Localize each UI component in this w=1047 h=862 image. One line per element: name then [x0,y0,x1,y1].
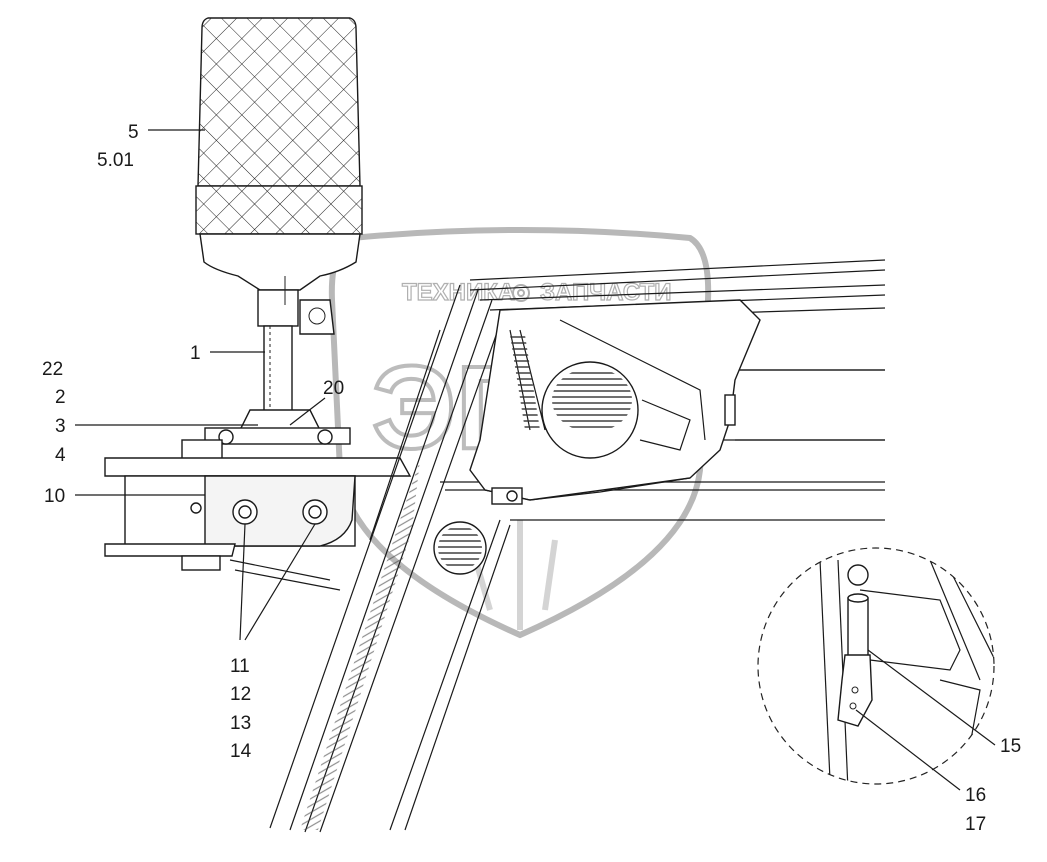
callout-10: 10 [44,486,65,507]
gear-icon [512,284,530,302]
grommet [433,521,487,575]
mount-bracket [104,427,412,571]
leader-15 [867,649,996,746]
callout-16: 16 [965,785,986,806]
leader-16 [855,709,961,791]
callout-17: 17 [965,814,986,835]
callout-22: 22 [42,359,63,380]
lamp-housing [469,299,761,505]
callout-14: 14 [230,741,252,762]
callout-4: 4 [55,445,66,466]
leader-20 [289,397,326,426]
cab-frame [229,284,511,833]
beacon-lamp [195,17,363,431]
leader-lines [75,129,996,791]
callout-20: 20 [323,378,344,399]
callout-5-01: 5.01 [97,150,134,171]
callout-labels: 5 5.01 1 22 2 3 4 20 10 11 12 13 14 15 1… [42,122,1021,835]
callout-2: 2 [55,387,66,408]
callout-12: 12 [230,684,251,705]
bolt-right [302,499,328,525]
leader-11b [244,523,316,641]
callout-13: 13 [230,713,251,734]
callout-3: 3 [55,416,66,437]
callout-11: 11 [230,656,250,677]
leader-11a [239,523,246,641]
watermark-text-left: ТЕХНИКА [402,279,515,306]
bolt-left [232,499,258,525]
callout-15: 15 [1000,736,1021,757]
detail-view [757,547,995,785]
callout-1: 1 [190,343,201,364]
callout-5: 5 [128,122,139,143]
